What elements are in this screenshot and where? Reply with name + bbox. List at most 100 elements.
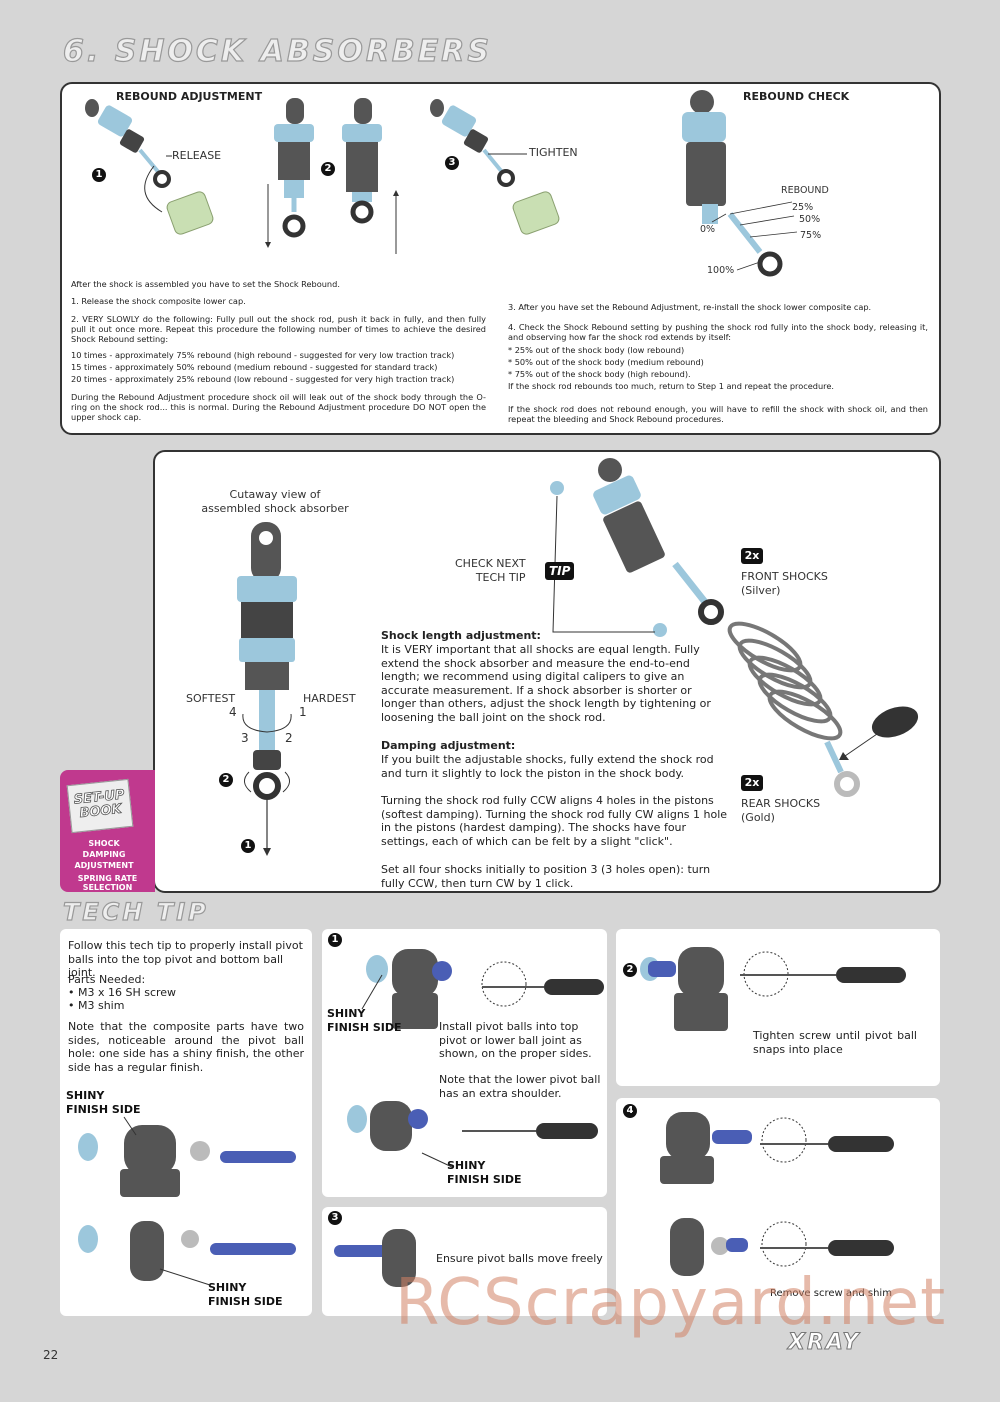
rebound-panel: REBOUND ADJUSTMENT REBOUND CHECK <box>60 82 941 435</box>
front-shocks-color: (Silver) <box>741 584 781 597</box>
rebound-illustrations <box>85 90 798 277</box>
parts-drawing <box>78 1116 296 1286</box>
length-adjust-text: It is VERY important that all shocks are… <box>381 643 711 724</box>
rear-qty-badge: 2x <box>741 775 763 791</box>
damping-adjust-title: Damping adjustment: <box>381 739 516 752</box>
rebound-25-label: 25% <box>792 202 814 213</box>
rear-shocks-label: REAR SHOCKS <box>741 797 821 810</box>
cutaway-shock-drawing <box>237 522 297 856</box>
rebound-text-left-0: After the shock is assembled you have to… <box>71 279 340 289</box>
release-label: RELEASE <box>172 149 222 162</box>
tip-tag: TIP <box>545 562 575 580</box>
setup-item-damping[interactable]: SHOCK DAMPING ADJUSTMENT <box>74 839 134 870</box>
rebound-text-right-4: * 75% out of the shock body (high reboun… <box>508 369 691 379</box>
position-3: 3 <box>241 731 249 745</box>
hardest-label: HARDEST <box>303 692 356 705</box>
part-screw: • M3 x 16 SH screw <box>68 986 177 999</box>
middle-illustrations <box>237 458 919 856</box>
damping-text-2: Turning the shock rod fully CCW aligns 4… <box>381 794 728 848</box>
check-next-tip: CHECK NEXT TECH TIP <box>455 557 526 585</box>
rebound-text-left-6: During the Rebound Adjustment procedure … <box>71 392 486 423</box>
front-shocks-label: FRONT SHOCKS <box>741 570 828 583</box>
tech-tip-intro-panel: Follow this tech tip to properly install… <box>60 929 312 1316</box>
rebound-text-left-3: 10 times - approximately 75% rebound (hi… <box>71 350 455 360</box>
position-1: 1 <box>299 705 307 719</box>
shock-length-panel: Cutaway view of assembled shock absorber <box>153 450 941 893</box>
step1-note: Note that the lower pivot ball has an ex… <box>439 1073 601 1100</box>
part-shim: • M3 shim <box>68 999 125 1012</box>
damping-text-3: Set all four shocks initially to positio… <box>381 863 711 890</box>
step2-text: Tighten screw until pivot ball snaps int… <box>753 1029 917 1056</box>
shiny-label-bottom: SHINY FINISH SIDE <box>208 1281 283 1309</box>
rebound-text-right-1: 4. Check the Shock Rebound setting by pu… <box>508 322 928 343</box>
rebound-check-title: REBOUND CHECK <box>743 90 850 103</box>
cutaway-caption: Cutaway view of assembled shock absorber <box>201 488 349 515</box>
step3-text: Ensure pivot balls move freely <box>436 1252 603 1265</box>
step1-shiny-top-2: FINISH SIDE <box>327 1021 402 1034</box>
check-next-line1: CHECK NEXT <box>455 557 526 570</box>
front-qty-badge: 2x <box>741 548 763 564</box>
tech-tip-title: TECH TIP <box>62 897 209 926</box>
rebound-text-left-4: 15 times - approximately 50% rebound (me… <box>71 362 438 372</box>
rebound-label: REBOUND <box>781 185 829 196</box>
position-4: 4 <box>229 705 237 719</box>
rebound-text-right-5: If the shock rod rebounds too much, retu… <box>508 381 834 391</box>
rebound-text-right-2: * 25% out of the shock body (low rebound… <box>508 345 685 355</box>
rebound-text-right-0: 3. After you have set the Rebound Adjust… <box>508 302 872 312</box>
tip-step-1: 1 <box>328 933 342 947</box>
check-next-line2: TECH TIP <box>475 571 526 584</box>
shiny-label-bottom-1: SHINY <box>208 1281 247 1294</box>
shock-rebound-check-drawing <box>682 90 798 277</box>
setup-book-icon: SET-UP BOOK <box>66 778 134 834</box>
tech-tip-intro: Follow this tech tip to properly install… <box>68 939 303 980</box>
rebound-text-left-5: 20 times - approximately 25% rebound (lo… <box>71 374 455 384</box>
length-adjust-title: Shock length adjustment: <box>381 629 541 642</box>
setup-book-tab[interactable]: SET-UP BOOK SHOCK DAMPING ADJUSTMENT SPR… <box>60 770 155 892</box>
step2-drawing <box>640 947 906 1031</box>
page-number: 22 <box>43 1348 59 1362</box>
damping-text-1: If you built the adjustable shocks, full… <box>381 753 714 780</box>
step4-text: Remove screw and shim <box>770 1288 892 1299</box>
tip-step-4: 4 <box>623 1104 637 1118</box>
step1-shiny-bottom-2: FINISH SIDE <box>447 1173 522 1186</box>
step3-drawing <box>334 1229 416 1287</box>
parts-needed-title: Parts Needed: <box>68 973 146 986</box>
softest-label: SOFTEST <box>186 692 236 705</box>
rebound-0-label: 0% <box>700 224 716 235</box>
rebound-adjustment-title: REBOUND ADJUSTMENT <box>116 90 263 103</box>
rebound-text-left-1: 1. Release the shock composite lower cap… <box>71 296 246 306</box>
rear-shocks-color: (Gold) <box>741 811 775 824</box>
cutaway-step-1: 1 <box>241 839 255 853</box>
tech-tip-step2-panel: 2 Tighten screw until pivot ball snaps i… <box>616 929 940 1086</box>
position-2: 2 <box>285 731 293 745</box>
step1-text: Install pivot balls into top pivot or lo… <box>439 1020 592 1061</box>
step1-drawing <box>347 949 604 1168</box>
section-title: 6. SHOCK ABSORBERS <box>62 33 492 69</box>
step-number-1: 1 <box>92 168 106 182</box>
shiny-label-top-2: FINISH SIDE <box>66 1103 141 1116</box>
cutaway-step-2: 2 <box>219 773 233 787</box>
shock-step1-drawing <box>85 99 214 235</box>
step1-shiny-bottom-1: SHINY <box>447 1159 486 1172</box>
shiny-label-top: SHINY FINISH SIDE <box>66 1089 141 1117</box>
shiny-label-bottom-2: FINISH SIDE <box>208 1295 283 1308</box>
brand-logo: XRAY <box>787 1330 861 1356</box>
tighten-label: TIGHTEN <box>529 146 578 159</box>
rebound-100-label: 100% <box>707 265 735 276</box>
rebound-50-label: 50% <box>799 214 821 225</box>
shock-step2-drawing <box>265 98 399 254</box>
step1-shiny-top-1: SHINY <box>327 1007 366 1020</box>
step1-shiny-label-bottom: SHINY FINISH SIDE <box>447 1159 522 1187</box>
tech-tip-step1-panel: 1 SHINY FINISH SIDE Install pivot balls … <box>322 929 607 1197</box>
tech-tip-step4-panel: 4 Remove screw and shim <box>616 1098 940 1316</box>
shiny-label-top-1: SHINY <box>66 1089 105 1102</box>
rebound-75-label: 75% <box>800 230 822 241</box>
tech-tip-step3-panel: 3 Ensure pivot balls move freely <box>322 1207 607 1316</box>
step-number-3: 3 <box>445 156 459 170</box>
setup-item-spring[interactable]: SPRING RATE SELECTION <box>77 874 138 892</box>
rebound-text-right-3: * 50% out of the shock body (medium rebo… <box>508 357 704 367</box>
watermark: RCScrapyard.net <box>395 1266 947 1340</box>
tip-step-2: 2 <box>623 963 637 977</box>
rebound-text-left-2: 2. VERY SLOWLY do the following: Fully p… <box>71 314 486 345</box>
tip-step-3: 3 <box>328 1211 342 1225</box>
